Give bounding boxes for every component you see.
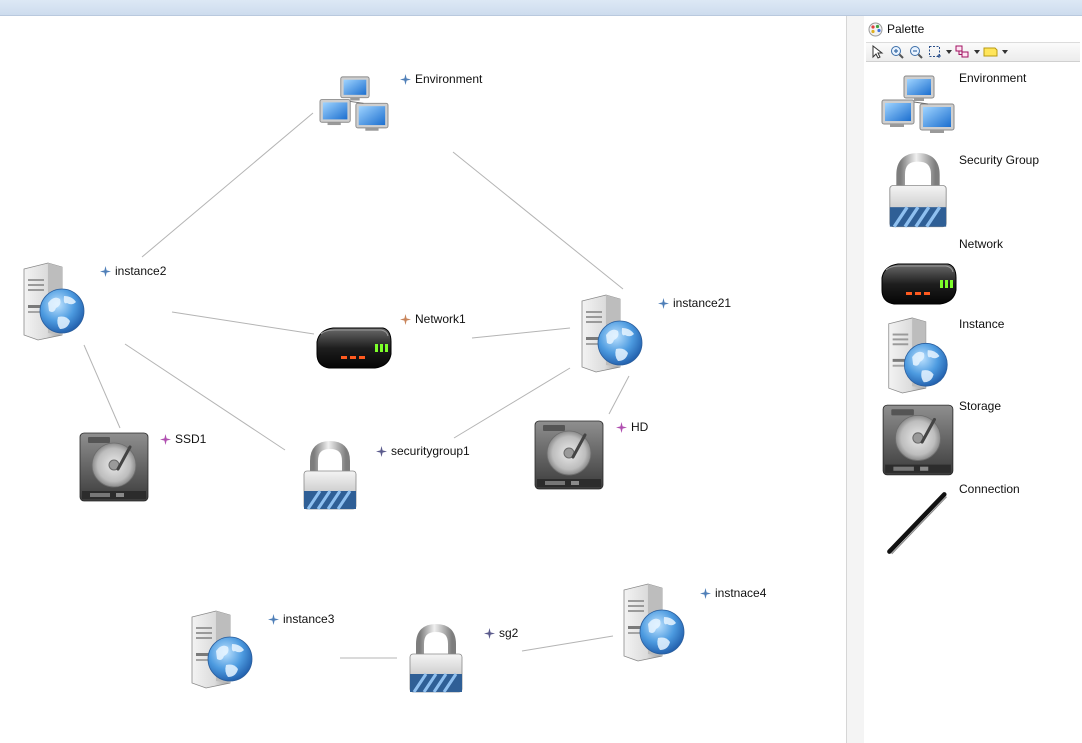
server-icon [878,316,958,394]
chevron-down-icon [1001,50,1008,54]
palette-item-instance[interactable]: Instance [878,316,1078,396]
connection-environment-instance21[interactable] [452,151,624,290]
environment-icon [878,71,958,149]
editor-title-bar [0,0,1082,16]
node-environment[interactable] [316,75,392,143]
connection-environment-instance2[interactable] [141,112,314,258]
node-sg2[interactable] [404,624,468,696]
connection-instance21-hd[interactable] [608,375,630,415]
server-icon [576,293,648,373]
node-label-ssd1[interactable]: SSD1 [160,432,206,446]
router-icon [878,244,958,322]
zoom-in-button[interactable] [888,44,905,60]
node-instance21[interactable] [576,293,648,373]
security-marker-icon [376,446,387,457]
palette-icon [868,22,883,36]
palette-item-environment[interactable]: Environment [878,71,1078,151]
palette-item-network[interactable]: Network [878,237,1078,324]
node-label-instance2[interactable]: instance2 [100,264,166,278]
arrow-pointer-icon [872,45,883,59]
hard-drive-icon [78,429,150,505]
note-icon [983,47,998,57]
server-icon [618,582,690,662]
node-securitygroup1[interactable] [298,441,362,513]
palette-item-label: Environment [959,71,1027,85]
instance-marker-icon [658,298,669,309]
connections-layer [83,112,630,659]
security-marker-icon [484,628,495,639]
palette-header[interactable]: Palette [868,21,924,37]
node-instance3[interactable] [186,609,258,689]
node-label-network1[interactable]: Network1 [400,312,466,326]
connection-instance2-ssd1[interactable] [83,344,121,429]
connection-tool-button[interactable] [954,44,971,60]
diagram-canvas[interactable]: Environment instance2 Network1 instance2… [0,16,846,743]
zoom-out-icon [909,46,923,59]
node-label-instnace4[interactable]: instnace4 [700,586,766,600]
zoom-out-button[interactable] [907,44,924,60]
connection-creation-icon [955,45,969,58]
node-hd[interactable] [533,417,605,493]
node-label-instance3[interactable]: instance3 [268,612,334,626]
connection-dropdown[interactable] [973,44,980,60]
node-label-hd[interactable]: HD [616,420,648,434]
note-dropdown[interactable] [1001,44,1008,60]
storage-marker-icon [616,422,627,433]
marquee-select-icon [928,46,941,58]
node-instance2[interactable] [18,261,90,341]
router-icon [313,322,393,372]
storage-marker-icon [160,434,171,445]
connection-instance21-securitygroup1[interactable] [453,367,571,439]
network-marker-icon [400,314,411,325]
node-network1[interactable] [313,322,393,372]
palette-item-label: Security Group [959,153,1040,167]
node-label-sg2[interactable]: sg2 [484,626,518,640]
note-tool-button[interactable] [982,44,999,60]
padlock-icon [298,441,362,513]
connection-network1-instance21[interactable] [471,327,571,339]
server-icon [186,609,258,689]
palette-item-storage[interactable]: Storage [878,399,1078,481]
node-ssd1[interactable] [78,429,150,505]
palette-item-label: Storage [959,399,1002,413]
connection-line-icon [887,492,947,555]
select-tool-button[interactable] [869,44,886,60]
chevron-down-icon [973,50,980,54]
zoom-in-icon [890,46,904,59]
palette-item-label: Instance [959,317,1005,331]
connection-instance2-securitygroup1[interactable] [124,343,286,451]
palette-panel: Palette [864,16,1082,743]
marquee-dropdown[interactable] [945,44,952,60]
padlock-icon [404,624,468,696]
instance-marker-icon [268,614,279,625]
palette-item-connection[interactable]: Connection [878,482,1078,564]
node-instnace4[interactable] [618,582,690,662]
instance-marker-icon [100,266,111,277]
hard-drive-icon [878,401,958,479]
palette-toolbar [866,42,1080,62]
hard-drive-icon [533,417,605,493]
instance-marker-icon [400,74,411,85]
chevron-down-icon [945,50,952,54]
padlock-icon [878,153,958,231]
environment-icon [316,75,392,143]
instance-marker-icon [700,588,711,599]
server-icon [18,261,90,341]
palette-item-label: Network [959,237,1004,251]
connection-sg2-instnace4[interactable] [521,635,614,652]
marquee-tool-button[interactable] [926,44,943,60]
palette-item-security-group[interactable]: Security Group [878,153,1078,233]
vertical-scroll-strip[interactable] [846,16,865,743]
node-label-securitygroup1[interactable]: securitygroup1 [376,444,470,458]
palette-title: Palette [887,22,925,36]
node-label-instance21[interactable]: instance21 [658,296,731,310]
palette-item-label: Connection [959,482,1020,496]
connection-instance2-network1[interactable] [171,311,315,335]
node-label-environment[interactable]: Environment [400,72,482,86]
